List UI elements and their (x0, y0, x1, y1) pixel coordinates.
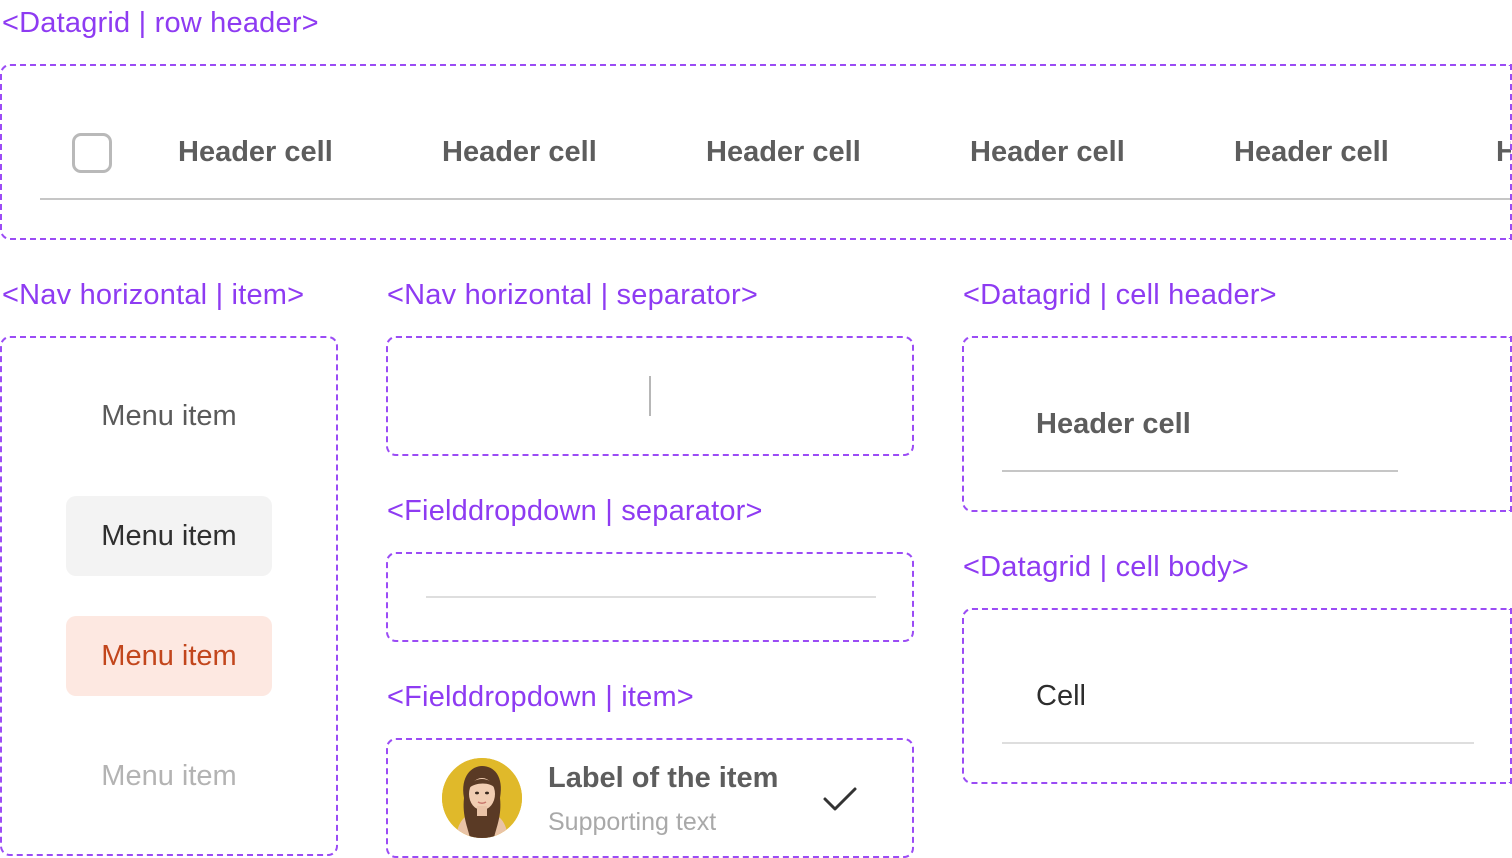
menu-item-default[interactable]: Menu item (101, 399, 237, 432)
dropdown-item[interactable]: Label of the item Supporting text (386, 738, 914, 858)
nav-item-title: <Nav horizontal | item> (2, 279, 305, 311)
cell-header-edge (1510, 336, 1512, 512)
cell-body-title: <Datagrid | cell body> (963, 551, 1249, 583)
header-cell-3[interactable]: Header cell (706, 136, 861, 168)
cell-header-title: <Datagrid | cell header> (963, 279, 1277, 311)
check-icon (823, 787, 857, 811)
header-cell-2[interactable]: Header cell (442, 136, 597, 168)
field-separator-title: <Fielddropdown | separator> (387, 495, 763, 527)
nav-separator-title: <Nav horizontal | separator> (387, 279, 759, 311)
dropdown-separator (426, 596, 876, 598)
field-item-title: <Fielddropdown | item> (387, 681, 694, 713)
body-cell[interactable]: Cell (1036, 680, 1086, 712)
item-supporting-text: Supporting text (548, 808, 717, 836)
header-divider (40, 198, 1511, 200)
nav-separator-box (386, 336, 914, 456)
menu-item-disabled: Menu item (101, 759, 237, 792)
avatar (442, 758, 522, 838)
cell-body-edge (1510, 608, 1512, 784)
item-label: Label of the item (548, 762, 779, 794)
row-header-edge (1510, 64, 1512, 240)
field-separator-box (386, 552, 914, 642)
header-cell[interactable]: Header cell (1036, 408, 1191, 440)
header-cell-4[interactable]: Header cell (970, 136, 1125, 168)
header-cell-divider (1002, 470, 1398, 472)
body-cell-divider (1002, 742, 1474, 744)
datagrid-row-header: Header cell Header cell Header cell Head… (0, 64, 1511, 240)
row-header-title: <Datagrid | row header> (2, 7, 319, 39)
header-cell-1[interactable]: Header cell (178, 136, 333, 168)
select-all-checkbox[interactable] (72, 133, 112, 173)
datagrid-cell-header: Header cell (962, 336, 1511, 512)
header-cell-6[interactable]: H (1496, 136, 1511, 169)
datagrid-cell-body: Cell (962, 608, 1511, 784)
menu-item-hover[interactable]: Menu item (66, 496, 272, 576)
header-cell-5[interactable]: Header cell (1234, 136, 1389, 168)
menu-item-selected[interactable]: Menu item (66, 616, 272, 696)
nav-vertical-separator (649, 376, 651, 416)
nav-horizontal-items: Menu item Menu item Menu item Menu item (0, 336, 338, 856)
